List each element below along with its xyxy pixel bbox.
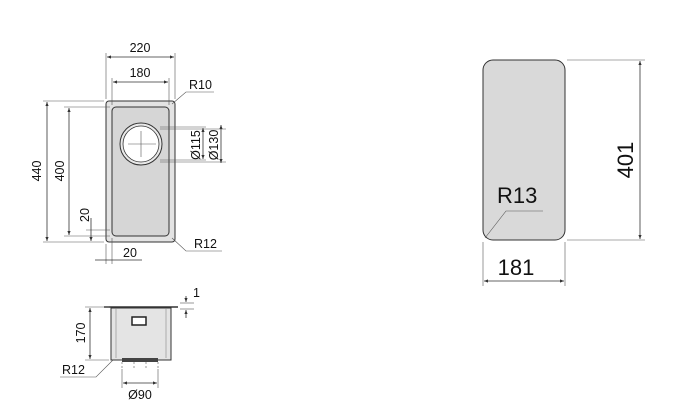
side-view: 1 170 R12 Ø90 — [60, 286, 200, 402]
dim-170-label: 170 — [74, 323, 88, 344]
cutout-view: R13 401 181 — [482, 59, 645, 286]
dim-440-label: 440 — [30, 161, 44, 182]
dim-1-label: 1 — [193, 286, 200, 300]
cutout-r13-label: R13 — [497, 183, 537, 208]
dim-181-label: 181 — [498, 255, 535, 280]
dim-180-label: 180 — [130, 66, 151, 80]
r12-label: R12 — [194, 237, 217, 251]
cutout-r13-leader — [484, 210, 543, 239]
overflow-slot — [131, 316, 147, 326]
dim-20v-label: 20 — [78, 208, 92, 222]
r12-leader — [171, 237, 222, 252]
r10-label: R10 — [189, 78, 212, 92]
dim-90-label: Ø90 — [128, 388, 152, 402]
drain-fitting — [122, 358, 158, 362]
dim-400-label: 400 — [53, 161, 67, 182]
side-r12-label: R12 — [62, 363, 85, 377]
dim-130-label: Ø130 — [207, 130, 221, 161]
top-view: 220 180 R10 440 400 20 20 R12 — [30, 41, 226, 264]
dim-115-label: Ø115 — [189, 130, 203, 160]
side-r12-leader — [60, 359, 114, 378]
dim-20h-label: 20 — [123, 246, 137, 260]
dim-220-label: 220 — [130, 41, 151, 55]
r10-leader — [171, 91, 214, 105]
cutout-shape — [482, 59, 566, 241]
side-body — [110, 307, 172, 361]
dim-401-label: 401 — [613, 142, 638, 179]
